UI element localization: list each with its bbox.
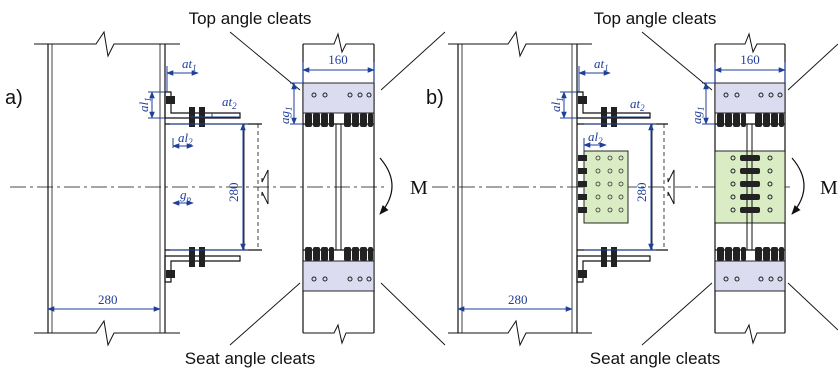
moment-label-a: M (410, 177, 428, 199)
panel-label-a: a) (5, 87, 23, 109)
top-cleat-front-b (714, 82, 786, 114)
dim-at2-a: at2 (222, 94, 237, 111)
dimensions-front-a (290, 62, 375, 125)
moment-arrow-b (791, 157, 805, 215)
dim-280-depth-a: 280 (226, 183, 241, 203)
dim-al1-b: al1 (548, 97, 565, 112)
dimensions-side-b (457, 66, 656, 312)
web-cleat-side-b (583, 150, 629, 224)
caption-top-right: Top angle cleats (594, 9, 717, 28)
top-angle-cleat-side-a (164, 91, 262, 125)
seat-cleat-front-b (714, 260, 786, 292)
dim-gp-a: gp (180, 187, 192, 204)
seat-angle-cleat-side-b (576, 249, 668, 283)
dim-at1-a: at1 (182, 56, 197, 73)
caption-bottom-right: Seat angle cleats (590, 349, 720, 368)
panel-label-b: b) (426, 87, 444, 109)
panel-a: at1 al1 at2 al2 gp 280 280 (10, 30, 446, 347)
seat-angle-cleat-side-a (164, 249, 262, 283)
moment-arrow-a (379, 157, 393, 215)
caption-bottom-left: Seat angle cleats (185, 349, 315, 368)
beam-break-b (667, 169, 675, 205)
dim-at1-b: at1 (594, 56, 609, 73)
dim-ag1-a: ag1 (277, 107, 294, 125)
dimensions-front-b (702, 62, 786, 125)
panel-b: at1 al1 at2 al2 280 280 (432, 30, 838, 347)
moment-label-b: M (820, 177, 838, 199)
caption-top-left: Top angle cleats (189, 9, 312, 28)
beam-front-b (641, 31, 838, 346)
dim-al2-a: al2 (178, 130, 193, 147)
dim-280-depth-b: 280 (634, 183, 649, 203)
beam-front-a (229, 31, 446, 346)
dim-160-b: 160 (740, 52, 760, 67)
dim-al2-b: al2 (588, 129, 603, 146)
dim-280-column-a: 280 (98, 292, 118, 307)
dim-160-a: 160 (328, 52, 348, 67)
dimensions-side-a (47, 66, 248, 312)
web-cleat-bolts-side-b (578, 155, 624, 213)
beam-break-a (261, 169, 269, 205)
dim-ag1-b: ag1 (689, 107, 706, 125)
dim-al1-a: al1 (136, 97, 153, 112)
top-cleat-front-a (302, 82, 375, 114)
top-angle-cleat-side-b (576, 91, 668, 125)
seat-cleat-front-a (302, 260, 375, 292)
dim-at2-b: at2 (630, 96, 645, 113)
dim-280-column-b: 280 (508, 292, 528, 307)
